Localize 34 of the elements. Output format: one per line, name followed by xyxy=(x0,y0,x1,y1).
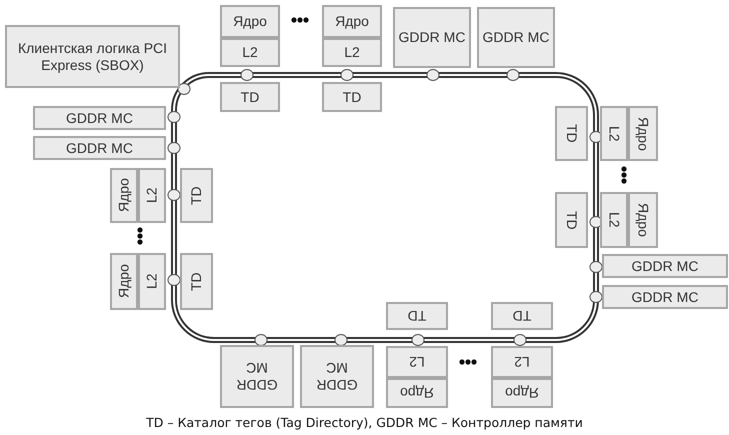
unit-box: GDDR MC xyxy=(33,106,166,130)
unit-box: Ядро xyxy=(628,192,658,248)
unit-box: Ядро xyxy=(491,378,553,408)
unit-box: TD xyxy=(555,106,588,161)
unit-box: Ядро xyxy=(110,253,138,310)
unit-box: TD xyxy=(180,253,213,310)
unit-box: Ядро xyxy=(322,5,382,38)
unit-box: L2 xyxy=(491,346,553,378)
unit-box: GDDR MC xyxy=(300,345,374,408)
unit-box: TD xyxy=(386,302,448,330)
unit-box: TD xyxy=(220,82,280,112)
unit-box: L2 xyxy=(138,168,166,223)
unit-box: Ядро xyxy=(220,5,280,38)
unit-box: Ядро xyxy=(628,106,658,161)
unit-box: Клиентская логика PCI Express (SBOX) xyxy=(5,25,180,88)
unit-box: GDDR MC xyxy=(602,285,728,309)
unit-box: GDDR MC xyxy=(393,7,471,68)
unit-box: L2 xyxy=(600,106,628,161)
unit-box: GDDR MC xyxy=(33,136,166,160)
unit-box: GDDR MC xyxy=(477,7,555,68)
unit-box: L2 xyxy=(386,346,448,378)
unit-box: TD xyxy=(322,82,382,112)
unit-box: L2 xyxy=(220,38,280,67)
caption: TD – Каталог тегов (Tag Directory), GDDR MC – Контроллер памяти xyxy=(145,415,584,430)
unit-box: Ядро xyxy=(110,168,138,223)
unit-box: L2 xyxy=(138,253,166,310)
unit-box: GDDR MC xyxy=(220,345,294,408)
unit-box: L2 xyxy=(600,192,628,248)
unit-box: TD xyxy=(180,168,213,223)
unit-box: TD xyxy=(491,302,553,330)
unit-box: GDDR MC xyxy=(602,254,728,278)
unit-box: TD xyxy=(555,192,588,248)
unit-box: L2 xyxy=(322,38,382,67)
unit-box: Ядро xyxy=(386,378,448,408)
